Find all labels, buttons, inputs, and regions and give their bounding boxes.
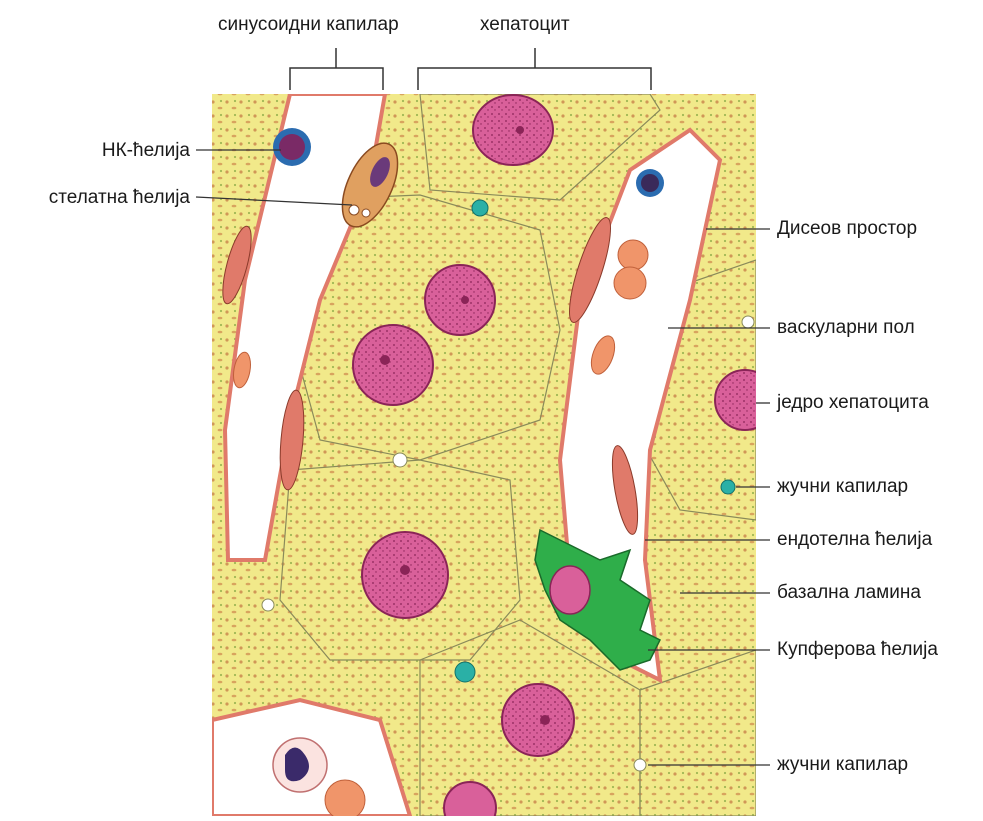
label-bile-canaliculus-1: жучни капилар xyxy=(777,476,908,498)
sinusoid-bracket xyxy=(290,68,383,90)
label-endothelial-cell: ендотелна ћелија xyxy=(777,529,932,551)
label-nk-cell: НК-ћелија xyxy=(0,140,190,162)
label-kupffer-cell: Купферова ћелија xyxy=(777,639,938,661)
label-bile-canaliculus-2: жучни капилар xyxy=(777,754,908,776)
label-hepatocyte-nucleus: једро хепатоцита xyxy=(777,392,929,414)
label-stellate-cell: стелатна ћелија xyxy=(0,187,190,209)
label-basal-lamina: базална ламина xyxy=(777,582,921,604)
label-sinusoid-capillary: синусоидни капилар xyxy=(218,14,399,36)
top-brackets xyxy=(290,48,651,90)
label-disse-space: Дисеов простор xyxy=(777,218,917,240)
neutrophil xyxy=(273,738,327,792)
label-hepatocyte: хепатоцит xyxy=(480,14,570,36)
hepatocyte-bracket xyxy=(418,68,651,90)
label-vascular-pole: васкуларни пол xyxy=(777,317,915,339)
